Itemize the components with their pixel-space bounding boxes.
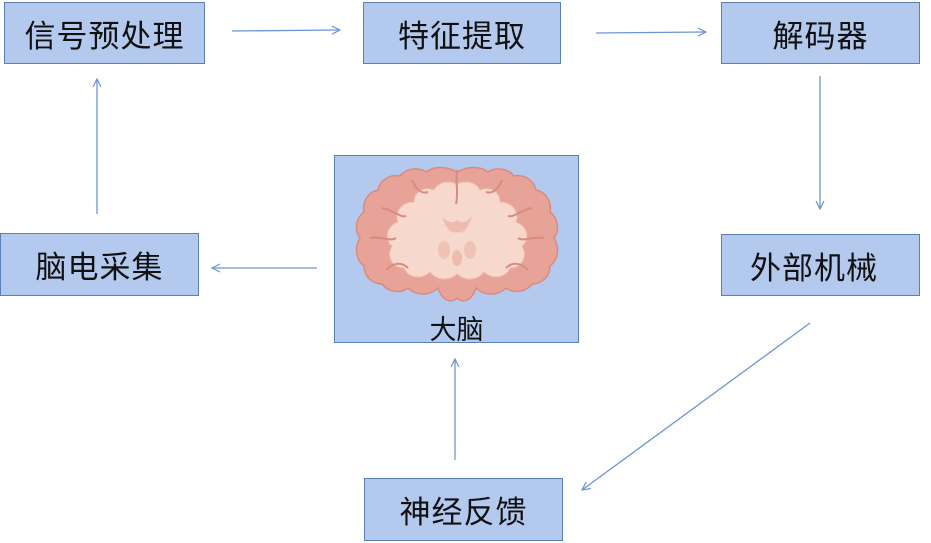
node-label: 解码器 <box>772 18 869 55</box>
arrow-preprocess-to-feature <box>231 30 340 31</box>
node-label: 外部机械 <box>750 250 878 287</box>
arrow-feature-to-decoder <box>595 32 706 33</box>
brain-nucleus-left <box>438 241 450 259</box>
node-label: 脑电采集 <box>35 250 164 286</box>
node-feature-extraction: 特征提取 <box>363 2 561 64</box>
node-label: 神经反馈 <box>399 495 528 531</box>
brain-gyri-right <box>485 179 545 271</box>
brain-thalamus <box>452 250 462 266</box>
arrow-mechanism-to-feedback <box>582 322 811 490</box>
brain-nucleus-right <box>464 241 476 259</box>
brain-label: 大脑 <box>429 315 484 346</box>
node-decoder: 解码器 <box>721 2 920 64</box>
brain-midline-fissure <box>455 169 459 205</box>
node-neural-feedback: 神经反馈 <box>364 478 563 541</box>
node-label: 信号预处理 <box>24 18 185 55</box>
node-label: 特征提取 <box>398 18 526 55</box>
brain-gyri-left <box>369 179 429 271</box>
node-eeg-acquisition: 脑电采集 <box>0 233 199 296</box>
brain-lateral-ventricles <box>442 216 472 233</box>
node-signal-preprocessing: 信号预处理 <box>4 2 205 64</box>
node-brain: 大脑 <box>334 155 579 346</box>
brain-coronal-section-icon <box>355 166 559 302</box>
node-external-mechanism: 外部机械 <box>721 234 920 296</box>
